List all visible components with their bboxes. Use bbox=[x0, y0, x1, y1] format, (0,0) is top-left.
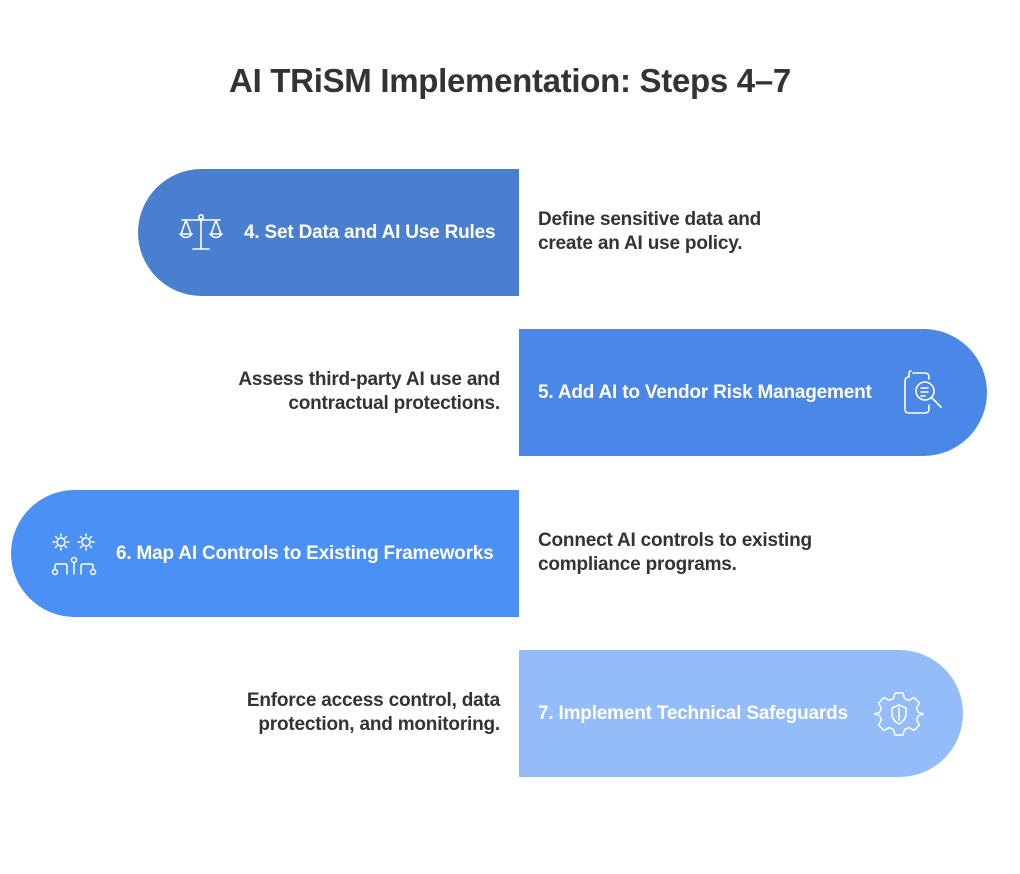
step-5-label: 5. Add AI to Vendor Risk Management bbox=[538, 381, 872, 403]
step-4-description: Define sensitive data and create an AI u… bbox=[538, 209, 762, 254]
step-7-description: Enforce access control, data protection,… bbox=[246, 690, 500, 735]
step-4-label: 4. Set Data and AI Use Rules bbox=[244, 221, 496, 243]
step-7-pill: 7. Implement Technical Safeguards bbox=[519, 650, 963, 777]
step-6-pill: 6. Map AI Controls to Existing Framework… bbox=[11, 490, 519, 617]
step-7-label: 7. Implement Technical Safeguards bbox=[538, 702, 848, 724]
step-6-description: Connect AI controls to existing complian… bbox=[538, 530, 812, 575]
gears-network-icon bbox=[51, 532, 97, 575]
scales-icon bbox=[179, 213, 223, 250]
gear-shield-icon bbox=[874, 691, 924, 736]
step-5-pill: 5. Add AI to Vendor Risk Management bbox=[519, 329, 987, 456]
step-5-description: Assess third-party AI use and contractua… bbox=[238, 369, 500, 414]
document-search-icon bbox=[904, 369, 942, 414]
step-6-label: 6. Map AI Controls to Existing Framework… bbox=[116, 542, 494, 564]
page-title: AI TRiSM Implementation: Steps 4–7 bbox=[229, 62, 791, 99]
step-4-pill: 4. Set Data and AI Use Rules bbox=[138, 169, 519, 296]
